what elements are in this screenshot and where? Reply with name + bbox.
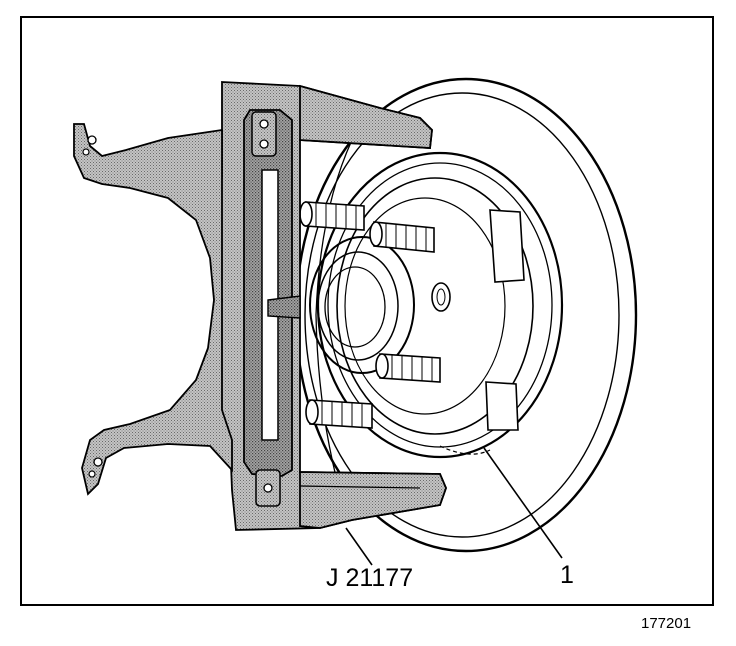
gauge-tool-top-jaw [299,84,433,149]
callout-leader-line [483,447,563,559]
gauge-tool-arm [73,123,233,496]
tool-number-label: J 21177 [326,564,414,592]
wheel-studs [299,201,441,429]
gauge-tool-bottom-jaw [299,471,447,529]
wheel-stud [305,399,373,429]
callout-number-label: 1 [560,561,574,589]
figure-frame [20,16,714,606]
tool-leader-line [345,527,373,566]
gauge-tool-top-adjuster [251,111,277,157]
gauge-tool [73,81,447,531]
wheel-stud [299,201,365,231]
wheel-stud [369,221,435,253]
figure-number: 177201 [641,615,692,632]
wheel-stud [375,353,441,383]
